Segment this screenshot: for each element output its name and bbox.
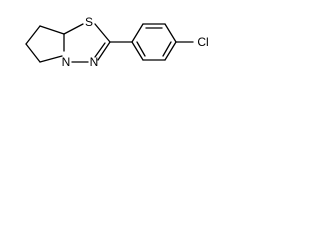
chlorine-atom-label: Cl	[197, 35, 208, 49]
bond-ring-c	[25, 43, 41, 63]
bond-ring-a	[39, 25, 65, 35]
bond-ph-double-3	[136, 41, 146, 57]
sulfur-atom-label: S	[85, 15, 93, 29]
bridge-nitrogen-atom-label: N	[62, 55, 71, 69]
chemical-structure-diagram: S N N Cl	[25, 15, 209, 69]
bond-ph-4	[164, 41, 177, 61]
bond-ph-double-2	[162, 41, 172, 57]
thiadiazole-ring	[63, 23, 111, 63]
bond-ring-d	[39, 55, 63, 63]
bond-c-s	[63, 23, 84, 35]
bond-ph-3	[164, 23, 177, 43]
chlorophenyl-ring	[131, 23, 177, 61]
bond-c2-n-double-inner	[94, 42, 106, 58]
bond-ring-b	[25, 25, 41, 45]
bond-c2-n-double-outer	[97, 41, 111, 61]
bond-ph-1	[131, 23, 144, 43]
pyrrolidine-ring	[25, 25, 65, 63]
bond-ph-6	[131, 41, 144, 61]
bond-s-c2	[94, 23, 111, 43]
ring-nitrogen-atom-label: N	[90, 55, 99, 69]
